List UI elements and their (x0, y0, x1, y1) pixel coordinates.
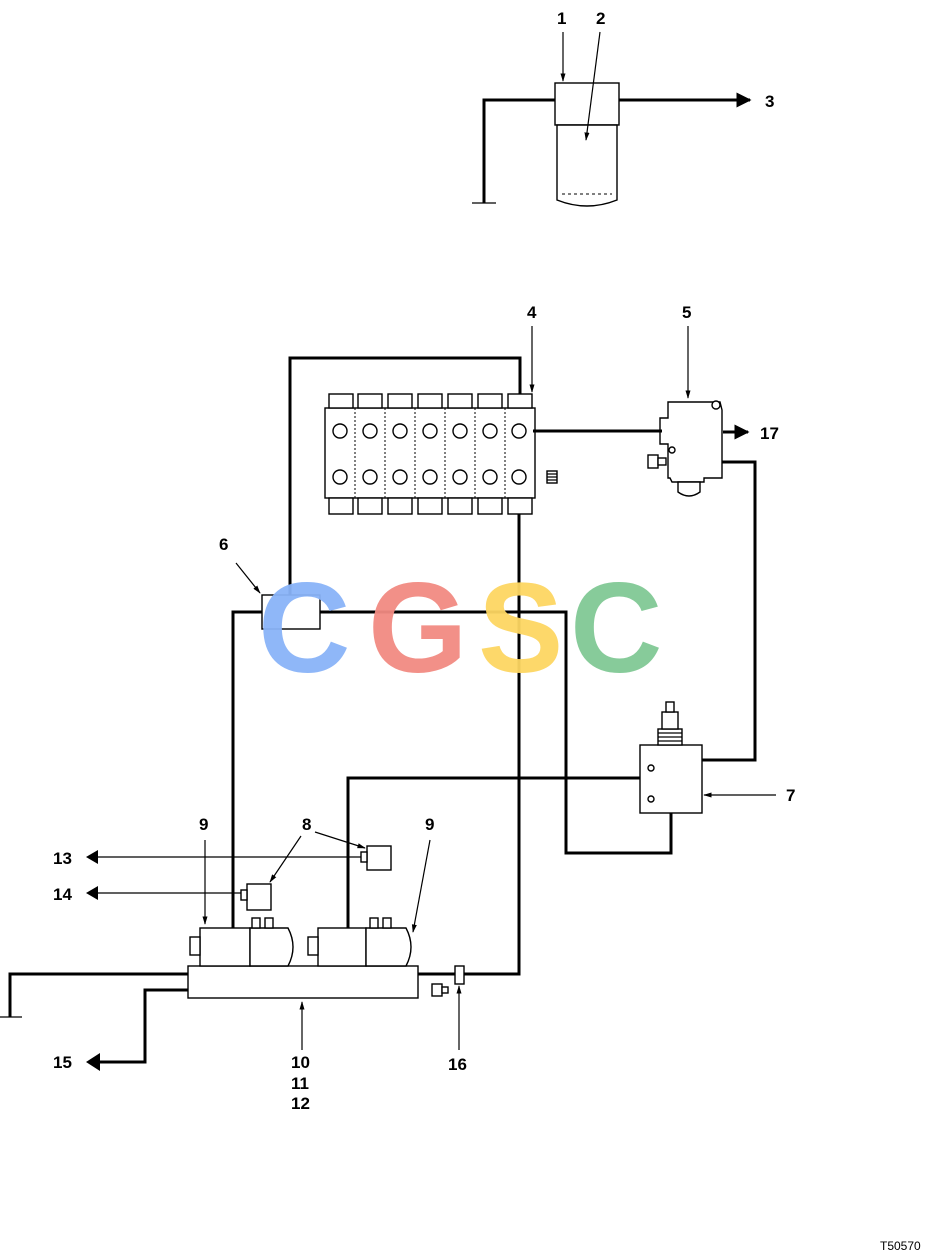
callout-labels: 1 2 3 4 5 6 17 7 9 8 9 13 14 15 10 11 12… (53, 9, 795, 1113)
callout-16: 16 (448, 1055, 467, 1074)
callout-5: 5 (682, 303, 691, 322)
callout-6: 6 (219, 535, 228, 554)
callout-15: 15 (53, 1053, 72, 1072)
solenoid-manifold (187, 839, 465, 1050)
watermark-letter: C (570, 557, 662, 700)
valve-5 (647, 326, 750, 497)
callout-3: 3 (765, 92, 774, 111)
watermark-letter: G (368, 557, 468, 700)
callout-7: 7 (786, 786, 795, 805)
callout-2: 2 (596, 9, 605, 28)
callout-1: 1 (557, 9, 566, 28)
callout-11: 11 (291, 1074, 309, 1093)
callout-8: 8 (302, 815, 311, 834)
valve-7 (639, 701, 776, 814)
callout-10: 10 (291, 1053, 310, 1072)
callout-14: 14 (53, 885, 72, 904)
hydraulic-lines (0, 356, 757, 1071)
callout-9b: 9 (425, 815, 434, 834)
watermark-letter: C (258, 557, 350, 700)
callout-12: 12 (291, 1094, 310, 1113)
callout-13: 13 (53, 849, 72, 868)
control-valve-bank (324, 326, 558, 515)
sensors-8 (86, 831, 392, 911)
watermark: C G S C (258, 557, 662, 700)
watermark-letter: S (478, 557, 563, 700)
figure-id: T50570 (880, 1239, 921, 1253)
filter-assembly (472, 31, 752, 207)
callout-4: 4 (527, 303, 537, 322)
callout-9a: 9 (199, 815, 208, 834)
callout-17: 17 (760, 424, 779, 443)
